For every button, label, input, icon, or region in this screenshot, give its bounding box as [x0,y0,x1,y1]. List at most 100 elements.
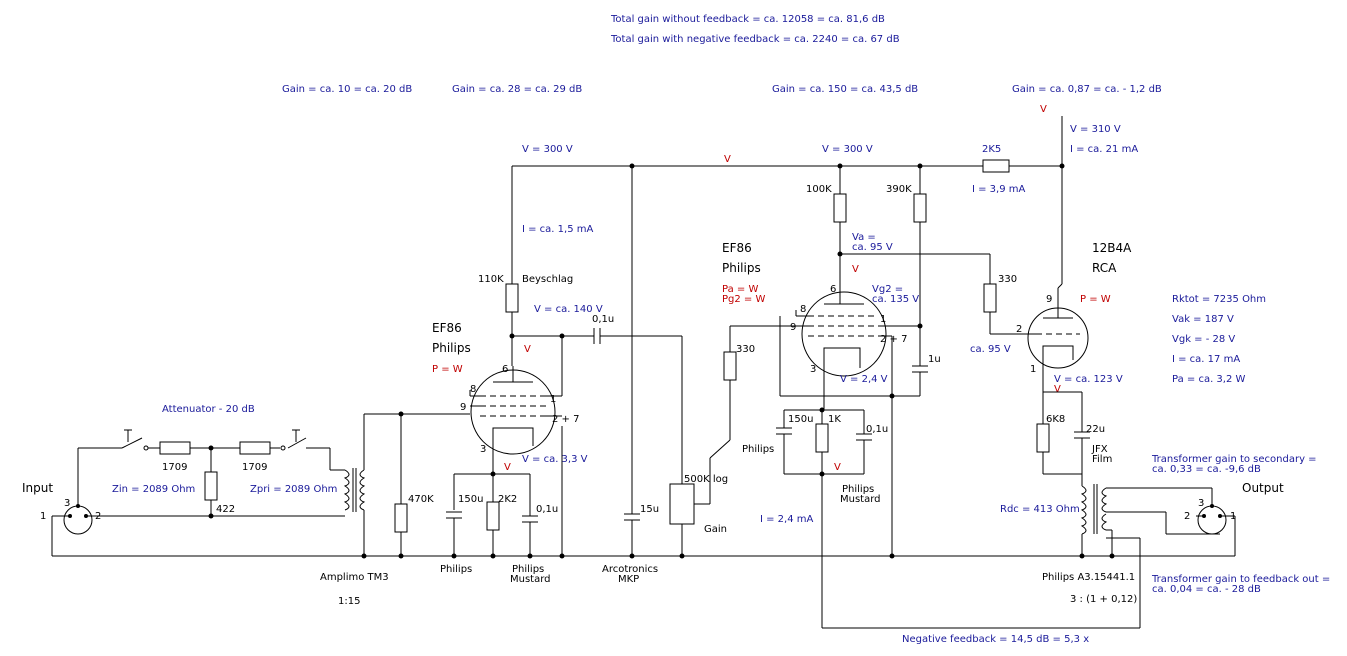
stage1-cathode-cap-brand: Philips [440,564,472,575]
stage1-anode-v-marker: V [524,344,531,355]
output-jack[interactable] [1196,488,1236,556]
stage2-pin1: 1 [880,314,886,325]
output-transformer-ratio: 3 : (1 + 0,12) [1070,594,1137,605]
stage2-cathode-resistor: 1K [828,414,841,425]
output-gain-feedback-1: Transformer gain to feedback out = [1151,574,1330,585]
stage2-screen-cap: 1u [928,354,941,365]
stage3-cathode-v-marker: V [1054,384,1061,395]
stage2-pin3: 3 [810,364,816,375]
stage2-cathode-voltage: V = 2,4 V [840,374,888,385]
input-label: Input [22,481,53,495]
supply-top-v-marker: V [1040,104,1047,115]
stage3-tube-brand: RCA [1092,261,1117,275]
stage3-grid-voltage: ca. 95 V [970,344,1011,355]
stage1-grid-resistor: 470K [408,494,434,505]
stage3-supply-voltage: V = 310 V [1070,124,1121,135]
stage2-va-marker: V [852,264,859,275]
output-gain-feedback-2: ca. 0,04 = ca. - 28 dB [1152,584,1261,595]
stage2-tube-brand: Philips [722,261,761,275]
stage2-grid-resistor [723,325,808,381]
stage1-bypass-cap-brand: Philips [512,564,544,575]
stage2-tube [795,288,920,396]
stage3-output-cap: 22u [1086,424,1105,435]
output-gain-secondary-1: Transformer gain to secondary = [1151,454,1317,465]
input-transformer [343,411,470,556]
total-gain-with-feedback: Total gain with negative feedback = ca. … [610,34,900,45]
stage1-supply-voltage: V = 300 V [522,144,573,155]
stage1-tube-brand: Philips [432,341,471,355]
input-gain-label: Gain = ca. 10 = ca. 20 dB [282,84,412,95]
stage1-pin3: 3 [480,444,486,455]
stage3-cathode-voltage: V = ca. 123 V [1054,374,1123,385]
stage3-cathode-circuit [1036,391,1090,486]
decoupling-cap-type: MKP [618,574,639,585]
output-gain-secondary-2: ca. 0,33 = ca. -9,6 dB [1152,464,1261,475]
stage2-cathode-cap: 150u [788,414,813,425]
stage2-va-value: ca. 95 V [852,242,893,253]
total-gain-without-feedback: Total gain without feedback = ca. 12058 … [610,14,885,25]
output-pin3: 3 [1198,498,1204,509]
stage1-current: I = ca. 1,5 mA [522,224,593,235]
stage2-current: I = 2,4 mA [760,514,814,525]
attenuator-r3: 422 [216,504,235,515]
stage3-tube-type: 12B4A [1092,241,1132,255]
stage2-bypass-cap: 0,1u [866,424,888,435]
stage3-tube [1027,166,1089,392]
stage1-anode-resistor-brand: Beyschlag [522,274,573,285]
stage3-power: P = W [1080,294,1111,305]
stage1-tube [469,366,562,474]
stage1-pin8: 8 [470,384,476,395]
stage1-pin1: 1 [550,394,556,405]
stage3-pin2: 2 [1016,324,1022,335]
stage1-cathode-resistor: 2K2 [498,494,517,505]
stage2-bypass-cap-brand: Philips [842,484,874,495]
supply-resistor-current: I = 3,9 mA [972,184,1026,195]
input-pin2: 2 [95,511,101,522]
input-zpri: Zpri = 2089 Ohm [250,484,337,495]
supply-rail [512,116,1065,173]
stage2-cathode-cap-brand: Philips [742,444,774,455]
stage2-pg2: Pg2 = W [722,294,765,305]
stage2-tube-type: EF86 [722,241,752,255]
stage2-cathode-v-marker: V [834,462,841,473]
spec-vgk: Vgk = - 28 V [1172,334,1235,345]
stage2-anode-circuit [779,166,1030,559]
stage2-screen-resistor: 390K [886,184,912,195]
stage1-cathode-cap: 150u [458,494,483,505]
output-pin1: 1 [1230,511,1236,522]
stage2-vg2-label: Vg2 = [872,284,903,295]
stage3-grid-resistor: 330 [998,274,1017,285]
stage1-bypass-cap: 0,1u [536,504,558,515]
output-pin2: 2 [1184,511,1190,522]
stage2-vg2-value: ca. 135 V [872,294,919,305]
input-transformer-ratio: 1:15 [338,596,360,607]
input-pin1: 1 [40,511,46,522]
stage1-bypass-cap-brand2: Mustard [510,574,551,585]
stage3-pin9: 9 [1046,294,1052,305]
output-transformer-rdc: Rdc = 413 Ohm [1000,504,1080,515]
stage3-output-cap-type2: Film [1092,454,1112,465]
stage3-pin1: 1 [1030,364,1036,375]
stage2-bypass-cap-brand2: Mustard [840,494,881,505]
stage3-gain-label: Gain = ca. 0,87 = ca. - 1,2 dB [1012,84,1162,95]
stage1-coupling-cap: 0,1u [592,314,614,325]
stage1-cathode-circuit [361,426,565,559]
stage1-gain-label: Gain = ca. 28 = ca. 29 dB [452,84,582,95]
attenuator-r1: 1709 [162,462,187,473]
decoupling-cap-brand: Arcotronics [602,564,658,575]
negative-feedback-label: Negative feedback = 14,5 dB = 5,3 x [902,634,1089,645]
input-transformer-label: Amplimo TM3 [320,572,389,583]
input-jack[interactable] [51,448,345,556]
stage2-va-label: Va = [852,232,876,243]
output-label: Output [1242,481,1284,495]
stage2-anode-resistor: 100K [806,184,832,195]
gain-potentiometer[interactable] [669,380,731,559]
stage1-pin9: 9 [460,402,466,413]
supply-decoupling-cap [624,166,640,559]
stage1-cathode-voltage: V = ca. 3,3 V [522,454,588,465]
stage1-power: P = W [432,364,463,375]
stage2-grid-resistor-label: 330 [736,344,755,355]
decoupling-cap-label: 15u [640,504,659,515]
